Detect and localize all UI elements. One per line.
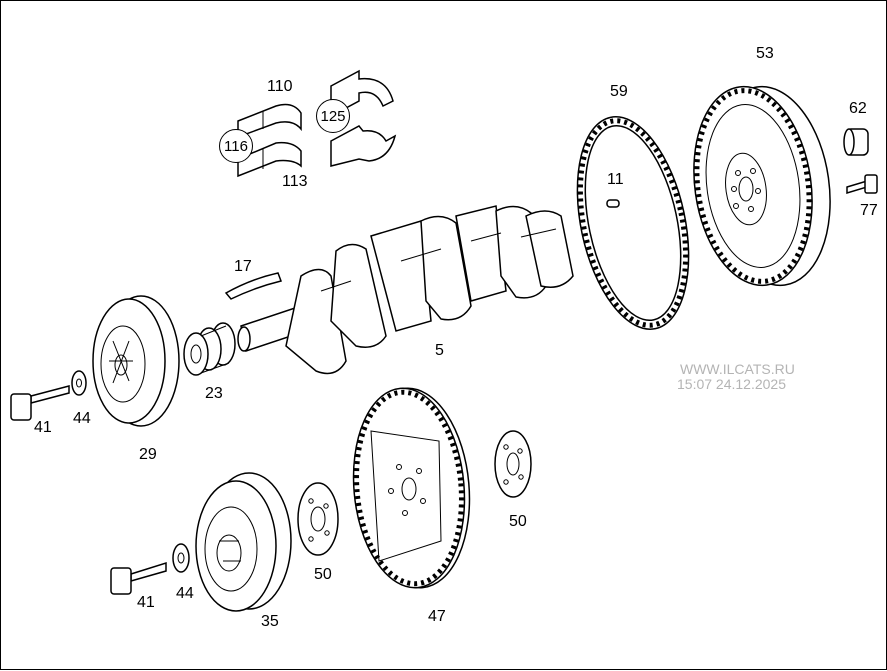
washer-44-upper[interactable] bbox=[71, 370, 87, 396]
label-41-upper[interactable]: 41 bbox=[34, 419, 52, 436]
watermark-site: WWW.ILCATS.RU bbox=[680, 361, 795, 377]
bearing-shell-113[interactable] bbox=[237, 141, 302, 178]
flywheel-53[interactable] bbox=[682, 79, 843, 293]
label-11[interactable]: 11 bbox=[607, 171, 624, 188]
vibration-damper-29[interactable] bbox=[92, 295, 180, 427]
label-50-right[interactable]: 50 bbox=[509, 513, 527, 530]
bushing-62[interactable] bbox=[843, 128, 869, 156]
label-50-left[interactable]: 50 bbox=[314, 566, 332, 583]
callout-125[interactable]: 125 bbox=[316, 99, 350, 133]
thrust-washer-17[interactable] bbox=[224, 272, 283, 300]
label-53[interactable]: 53 bbox=[756, 45, 774, 62]
plate-50-right[interactable] bbox=[494, 430, 532, 498]
callout-116[interactable]: 116 bbox=[219, 129, 253, 163]
vibration-damper-35[interactable] bbox=[195, 472, 292, 612]
label-77[interactable]: 77 bbox=[860, 202, 878, 219]
washer-44-lower[interactable] bbox=[172, 543, 190, 573]
bolt-77[interactable] bbox=[846, 174, 878, 195]
watermark-timestamp: 15:07 24.12.2025 bbox=[677, 376, 786, 392]
label-23[interactable]: 23 bbox=[205, 385, 223, 402]
label-113[interactable]: 113 bbox=[282, 173, 308, 190]
label-17[interactable]: 17 bbox=[234, 258, 252, 275]
bolt-41-upper[interactable] bbox=[10, 385, 70, 421]
crankshaft-5[interactable] bbox=[237, 205, 574, 375]
plate-50-left[interactable] bbox=[297, 482, 339, 556]
label-35[interactable]: 35 bbox=[261, 613, 279, 630]
label-59[interactable]: 59 bbox=[610, 83, 628, 100]
bearing-shell-110[interactable] bbox=[237, 103, 302, 139]
label-44-lower[interactable]: 44 bbox=[176, 585, 194, 602]
label-110[interactable]: 110 bbox=[267, 78, 293, 95]
sprocket-23[interactable] bbox=[183, 322, 236, 376]
label-44-upper[interactable]: 44 bbox=[73, 410, 91, 427]
dowel-pin-11[interactable] bbox=[606, 199, 620, 208]
drive-plate-47[interactable] bbox=[345, 384, 477, 593]
bolt-41-lower[interactable] bbox=[110, 561, 167, 595]
ring-gear-59[interactable] bbox=[560, 107, 707, 340]
label-41-lower[interactable]: 41 bbox=[137, 594, 155, 611]
label-62[interactable]: 62 bbox=[849, 100, 867, 117]
label-47[interactable]: 47 bbox=[428, 608, 446, 625]
label-29[interactable]: 29 bbox=[139, 446, 157, 463]
label-5[interactable]: 5 bbox=[435, 342, 444, 359]
